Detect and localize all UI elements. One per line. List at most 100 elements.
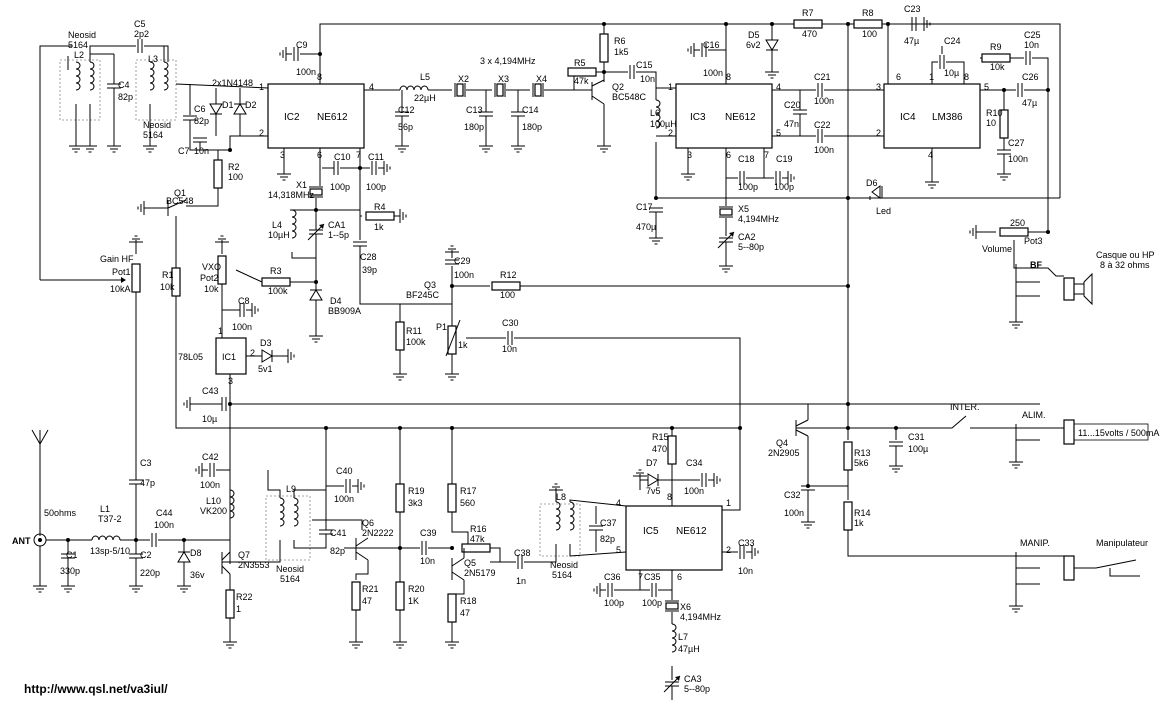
label-q1-v: BC548 — [166, 196, 194, 206]
label-x3: X3 — [498, 74, 509, 84]
label-d3: D3 — [260, 338, 272, 348]
label-c5-v: 2p2 — [134, 29, 149, 39]
label-c15: C15 — [636, 60, 653, 70]
label-d5: D5 — [748, 30, 760, 40]
label-c38-v: 1n — [516, 576, 526, 586]
label-q6: Q6 — [362, 518, 374, 528]
label-c3-v: 47p — [140, 478, 155, 488]
label-c16: C16 — [703, 40, 720, 50]
label-c32-v: 100n — [784, 508, 804, 518]
label-c2: C2 — [140, 550, 152, 560]
label-c8-v: 100n — [232, 322, 252, 332]
label-alim-v: 11...15volts / 500mA — [1078, 428, 1159, 438]
label-neosid2: Neosid — [143, 120, 171, 130]
label-l3: L3 — [148, 54, 158, 64]
label-xtal3: 3 x 4,194MHz — [480, 56, 536, 66]
ic2-pin2: 2 — [259, 128, 264, 138]
ic4-pin4: 4 — [928, 150, 933, 160]
label-neosid4: Neosid — [550, 560, 578, 570]
source-url: http://www.qsl.net/va3iul/ — [24, 682, 168, 696]
ic2-pin1: 1 — [259, 82, 264, 92]
ic1-ref: IC1 — [222, 352, 236, 362]
label-r7-v: 470 — [802, 29, 817, 39]
ic3-pin7: 7 — [764, 150, 769, 160]
label-pot1-v: 10kA — [110, 284, 131, 294]
label-d5-v: 6v2 — [746, 40, 761, 50]
ic5-pin5: 5 — [616, 545, 621, 555]
label-q5-v: 2N5179 — [464, 568, 496, 578]
label-l1-turns: 13sp-5/10 — [90, 546, 130, 556]
label-q7: Q7 — [238, 550, 250, 560]
label-bf: BF — [1030, 260, 1042, 270]
label-x5-v: 4,194MHz — [738, 214, 780, 224]
label-d8-v: 36v — [190, 570, 205, 580]
ic5-pin6: 6 — [677, 572, 682, 582]
label-c22-v: 100n — [814, 145, 834, 155]
ic5-pin4: 4 — [616, 498, 621, 508]
label-pot1: Pot1 — [112, 267, 131, 277]
label-c4-v: 82p — [118, 92, 133, 102]
label-l6: L6 — [650, 108, 660, 118]
label-r3-v: 100k — [268, 286, 288, 296]
label-c6: C6 — [194, 104, 206, 114]
ic4-ref: IC4 — [900, 112, 916, 123]
ic2-part: NE612 — [317, 112, 348, 123]
label-q4: Q4 — [776, 438, 788, 448]
label-l8: L8 — [556, 492, 566, 502]
label-d6: D6 — [866, 178, 878, 188]
label-c9-v: 100n — [296, 67, 316, 77]
label-r20-v: 1K — [408, 596, 419, 606]
ic4-pin2: 2 — [876, 128, 881, 138]
label-r4-v: 1k — [374, 222, 384, 232]
label-ant: ANT — [12, 536, 31, 546]
label-c19: C19 — [776, 154, 793, 164]
label-c12: C12 — [398, 105, 415, 115]
l3-shield — [135, 59, 177, 121]
label-r9-v: 10k — [990, 62, 1005, 72]
label-r9: R9 — [990, 42, 1002, 52]
label-r18-v: 47 — [460, 608, 470, 618]
ic2-pin7: 7 — [356, 150, 361, 160]
label-c18-v: 100p — [738, 182, 758, 192]
label-d8: D8 — [190, 548, 202, 558]
label-c14-v: 180p — [522, 122, 542, 132]
label-c30: C30 — [502, 318, 519, 328]
label-c38: C38 — [514, 548, 531, 558]
label-r22: R22 — [236, 592, 253, 602]
label-alim: ALIM. — [1022, 410, 1046, 420]
label-c42: C42 — [202, 452, 219, 462]
label-c11-v: 100p — [366, 182, 386, 192]
label-c31: C31 — [908, 432, 925, 442]
label-l6-v: 100µH — [650, 119, 677, 129]
label-pot2: Pot2 — [200, 273, 219, 283]
label-r5: R5 — [574, 58, 586, 68]
label-c24: C24 — [944, 36, 961, 46]
label-ca1-v: 1--5p — [328, 230, 349, 240]
label-r3: R3 — [270, 266, 282, 276]
label-r19: R19 — [408, 486, 425, 496]
label-r12: R12 — [500, 270, 517, 280]
label-ca2: CA2 — [738, 232, 756, 242]
label-r1: R1 — [162, 270, 174, 280]
label-d4-v: BB909A — [328, 306, 361, 316]
label-c40-v: 100n — [334, 494, 354, 504]
label-ca3-v: 5--80p — [684, 684, 710, 694]
label-c36: C36 — [604, 572, 621, 582]
label-r17: R17 — [460, 486, 477, 496]
label-50ohms: 50ohms — [44, 508, 77, 518]
ic4-pin6: 6 — [896, 72, 901, 82]
ic5-body — [625, 505, 723, 571]
label-q6-v: 2N2222 — [362, 528, 394, 538]
label-r14: R14 — [854, 508, 871, 518]
label-r2-v: 100 — [228, 172, 243, 182]
label-x4: X4 — [536, 74, 547, 84]
label-r19-v: 3k3 — [408, 498, 423, 508]
label-c26: C26 — [1022, 72, 1039, 82]
ic5-pin2: 2 — [726, 545, 731, 555]
label-c34-v: 100n — [684, 486, 704, 496]
label-c31-v: 100µ — [908, 444, 928, 454]
label-c13-v: 180p — [464, 122, 484, 132]
label-neosid3: Neosid — [276, 564, 304, 574]
label-c29-v: 100n — [454, 270, 474, 280]
label-q3: Q3 — [424, 280, 436, 290]
